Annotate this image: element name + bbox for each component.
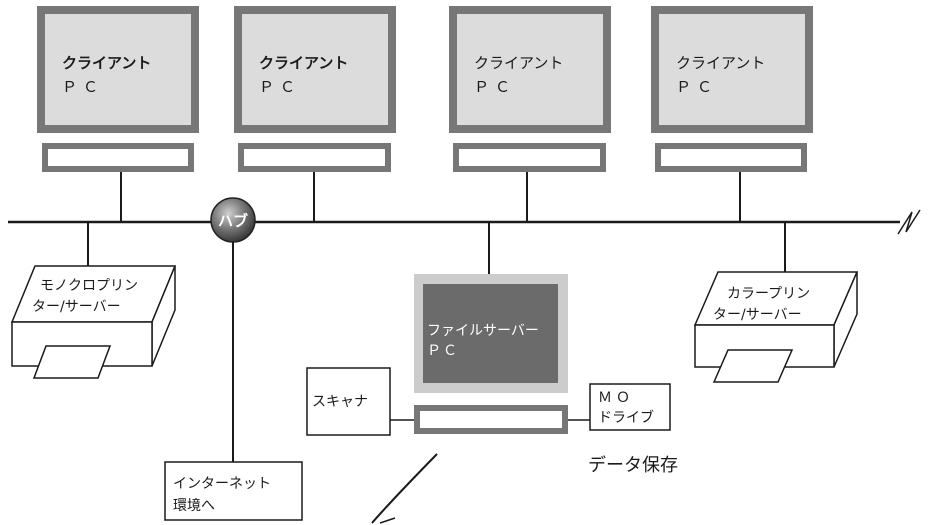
hub-label: ハブ [218,212,248,230]
client-pc-1: クライアント ＰＣ [37,6,199,222]
client-pc-2: クライアント ＰＣ [234,6,396,222]
file-server-label: ファイルサーバー [427,323,539,339]
client-pc-2-label: クライアント [259,54,348,72]
mono-printer-sublabel: ター/サーバー [32,299,121,315]
client-pc-1-label: クライアント [62,54,151,72]
color-printer-label: カラープリン [727,286,810,302]
client-pc-3-label: クライアント [474,54,563,72]
color-printer-server: カラープリン ター/サーバー [693,222,859,383]
paper-icon [32,345,112,379]
mono-printer-label: モノクロプリン [40,278,138,294]
client-pc-4-label: クライアント [676,54,765,72]
client-pc-2-sublabel: ＰＣ [259,78,301,96]
client-pc-4-drive [655,143,807,172]
scanner: スキャナ [306,367,391,436]
mono-printer-server: モノクロプリン ター/サーバー [10,222,177,379]
file-server-pc: ファイルサーバー ＰＣ [371,222,590,524]
client-pc-3-drive [453,143,606,172]
color-printer-sublabel: ター/サーバー [713,307,802,323]
storage-line [371,453,438,524]
client-pc-1-sublabel: ＰＣ [62,78,104,96]
file-server-drive [414,405,568,434]
client-pc-3: クライアント ＰＣ [449,6,611,222]
internet-sublabel: 環境へ [173,498,215,514]
hub: ハブ [210,197,256,462]
paper-icon [712,349,794,383]
scanner-label: スキャナ [312,394,368,410]
data-storage-label: データ保存 [588,455,678,476]
hub-icon [210,197,256,243]
mo-drive-sublabel: ドライブ [598,409,654,426]
client-pc-4: クライアント ＰＣ [651,6,813,222]
client-pc-3-sublabel: ＰＣ [474,78,516,96]
client-pc-4-sublabel: ＰＣ [676,78,718,96]
bus-break-mark [897,209,921,235]
file-server-sublabel: ＰＣ [427,343,459,359]
internet-environment: インターネット 環境へ [164,461,303,521]
client-pc-1-drive [42,143,194,172]
client-pc-2-drive [238,143,391,172]
mo-drive-label: ＭＯ [598,390,634,406]
internet-label: インターネット [173,476,271,492]
mo-drive: ＭＯ ドライブ [589,383,671,431]
